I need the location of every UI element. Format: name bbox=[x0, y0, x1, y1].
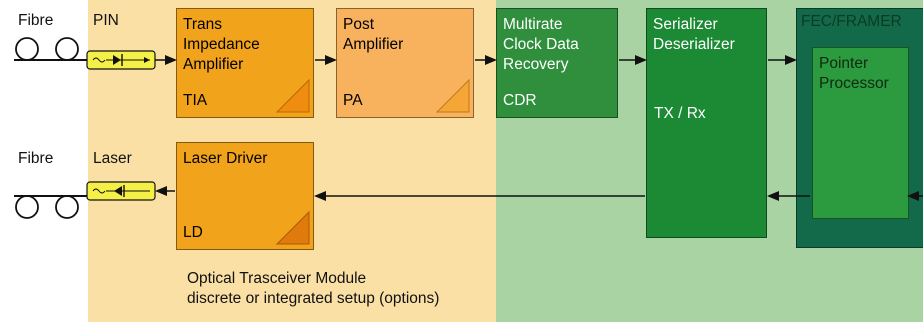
pin-photodiode-icon bbox=[86, 50, 156, 70]
laser-driver-abbr: LD bbox=[183, 224, 203, 241]
caption-line-1: Optical Trasceiver Module bbox=[187, 270, 367, 287]
pin-label: PIN bbox=[93, 12, 119, 29]
fibre-bottom-label: Fibre bbox=[18, 150, 54, 167]
cdr-title: Multirate Clock Data Recovery bbox=[503, 16, 579, 73]
amplifier-triangle-icon bbox=[435, 78, 470, 113]
serdes-block: Serializer Deserializer TX / Rx bbox=[646, 8, 767, 238]
pa-abbr: PA bbox=[343, 92, 363, 109]
amplifier-triangle-icon bbox=[275, 78, 310, 113]
fec-framer-title: FEC/FRAMER bbox=[801, 13, 902, 30]
pointer-processor-title: Pointer Processor bbox=[819, 55, 889, 92]
fibre-coil-top-icon bbox=[14, 37, 92, 61]
tia-abbr: TIA bbox=[183, 92, 208, 109]
serdes-abbr: TX / Rx bbox=[654, 105, 706, 122]
laser-driver-title: Laser Driver bbox=[183, 150, 268, 167]
fibre-top-label: Fibre bbox=[18, 12, 54, 29]
driver-triangle-icon bbox=[275, 210, 310, 245]
tia-title: Trans Impedance Amplifier bbox=[183, 16, 260, 73]
pa-block: Post Amplifier PA bbox=[336, 8, 474, 118]
cdr-abbr: CDR bbox=[503, 92, 537, 109]
laser-driver-block: Laser Driver LD bbox=[176, 142, 314, 250]
tia-block: Trans Impedance Amplifier TIA bbox=[176, 8, 314, 118]
laser-label: Laser bbox=[93, 150, 132, 167]
laser-diode-icon bbox=[86, 181, 156, 201]
fec-framer-block: FEC/FRAMER Pointer Processor bbox=[796, 8, 923, 248]
caption-line-2: discrete or integrated setup (options) bbox=[187, 290, 440, 307]
serdes-title: Serializer Deserializer bbox=[653, 16, 735, 53]
pointer-processor-block: Pointer Processor bbox=[812, 47, 909, 219]
cdr-block: Multirate Clock Data Recovery CDR bbox=[496, 8, 618, 118]
pa-title: Post Amplifier bbox=[343, 16, 404, 53]
fibre-coil-bottom-icon bbox=[14, 195, 92, 219]
